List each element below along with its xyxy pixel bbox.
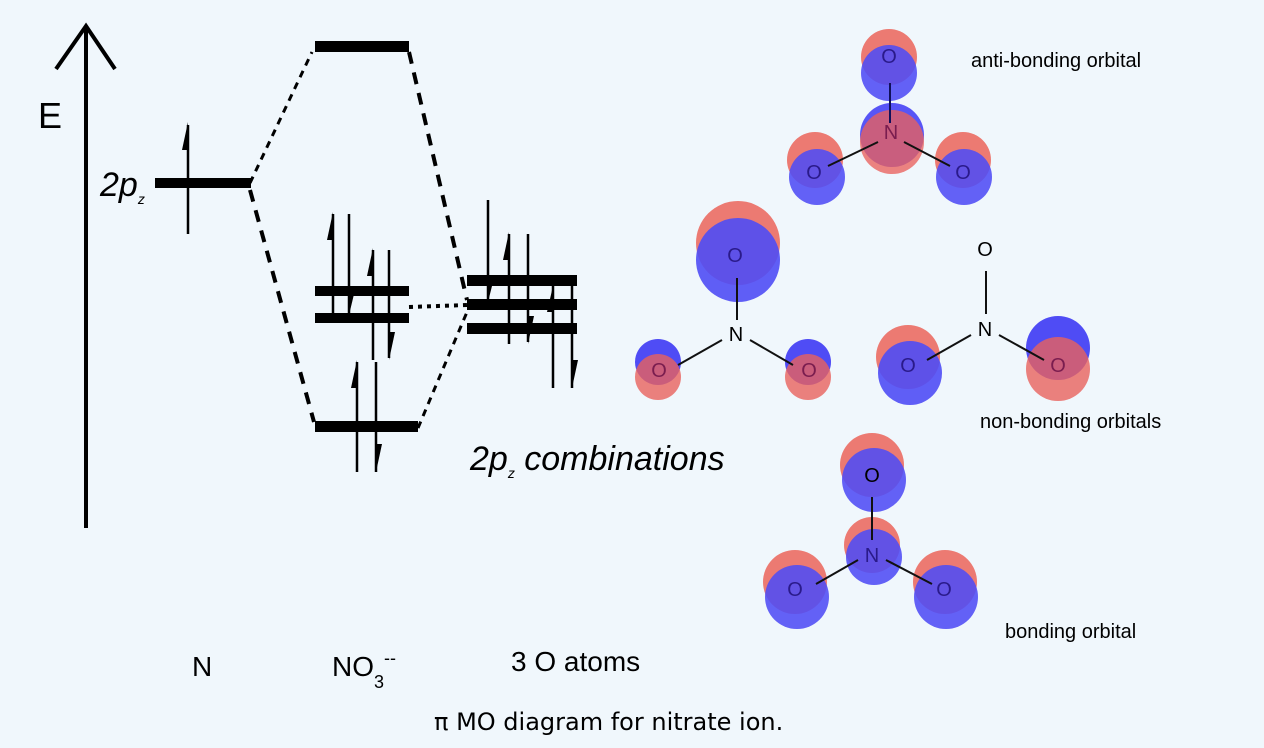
energy-axis: E	[38, 22, 117, 528]
lobe-negative	[765, 565, 829, 629]
bond	[827, 141, 879, 167]
bond	[885, 559, 933, 585]
electron-spin-up	[182, 122, 190, 234]
atom-o: O	[881, 46, 897, 68]
energy-axis-label: E	[38, 95, 62, 136]
electron-spin-up	[367, 248, 375, 360]
atom-o: O	[864, 465, 880, 487]
bonding-label: bonding orbital	[1005, 621, 1136, 643]
atom-n: N	[978, 319, 992, 341]
column-label-no3: NO3--	[332, 648, 396, 692]
correlation-line	[408, 303, 468, 309]
correlation-line	[416, 311, 469, 429]
atom-o: O	[806, 162, 822, 184]
lobe-positive	[860, 110, 924, 174]
bond	[998, 334, 1045, 361]
electron-spin-up	[351, 360, 359, 472]
energy-axis-arrowhead	[54, 22, 117, 71]
electron-spin-down	[526, 234, 534, 344]
antibonding-label: anti-bonding orbital	[971, 50, 1141, 72]
electron-spin-up	[547, 286, 555, 388]
lobe-positive	[635, 354, 681, 400]
atom-o: O	[651, 360, 667, 382]
energy-level-bar	[315, 313, 409, 323]
antibonding-orbital: O N O O	[787, 29, 992, 205]
n-orbital-label: 2pz	[99, 166, 145, 207]
atom-n: N	[729, 324, 743, 346]
correlation-line	[407, 51, 469, 301]
lobe-positive	[1026, 337, 1090, 401]
atom-o: O	[1050, 355, 1066, 377]
atom-o: O	[727, 245, 743, 267]
lobe-positive	[785, 354, 831, 400]
correlation-line	[248, 51, 314, 184]
o-2pz-levels	[467, 200, 578, 388]
lobe-negative	[789, 149, 845, 205]
electron-spin-down	[374, 362, 382, 472]
atom-n: N	[865, 545, 879, 567]
correlation-lines	[248, 51, 469, 429]
atom-o: O	[801, 360, 817, 382]
electron-spin-down	[486, 200, 494, 302]
bonding-orbital: O N O O	[763, 433, 978, 629]
lobe-negative	[861, 45, 917, 101]
lobe-negative	[936, 149, 992, 205]
electron-spin-up	[503, 232, 511, 344]
atom-o: O	[977, 239, 993, 261]
lobe-negative	[878, 341, 942, 405]
atom-o: O	[900, 355, 916, 377]
no3-bonding-level	[315, 360, 418, 472]
atom-o: O	[955, 162, 971, 184]
bond	[677, 339, 723, 366]
bond	[926, 334, 972, 361]
electron-spin-up	[327, 212, 335, 314]
electron-spin-down	[347, 214, 355, 315]
energy-level-bar	[315, 286, 409, 296]
lobe-negative	[914, 565, 978, 629]
figure-caption: π MO diagram for nitrate ion.	[434, 708, 783, 736]
atom-o: O	[787, 579, 803, 601]
column-label-o: 3 O atoms	[511, 646, 640, 677]
nonbonding-orbital-1: O N O O	[635, 201, 831, 400]
bond	[815, 559, 859, 585]
lobe-negative	[842, 448, 906, 512]
energy-level-bar	[315, 421, 418, 432]
nonbonding-orbital-2: O N O O	[876, 239, 1090, 405]
electron-spin-down	[387, 250, 395, 360]
n-2pz-level: 2pz	[99, 122, 251, 234]
lobe-negative	[846, 529, 902, 585]
column-label-n: N	[192, 651, 212, 682]
no3-antibonding-level	[315, 41, 409, 52]
bond	[749, 339, 794, 366]
energy-level-bar	[155, 178, 251, 188]
combinations-label: 2pz combinations	[469, 440, 725, 481]
atom-n: N	[884, 122, 898, 144]
nonbonding-label: non-bonding orbitals	[980, 411, 1161, 433]
no3-nonbonding-levels	[315, 212, 409, 360]
atom-o: O	[936, 579, 952, 601]
energy-level-bar	[467, 299, 577, 310]
electron-spin-down	[570, 286, 578, 388]
bond	[903, 141, 951, 167]
energy-level-bar	[467, 275, 577, 286]
lobe-negative	[696, 218, 780, 302]
correlation-line	[248, 189, 316, 423]
energy-level-bar	[467, 323, 577, 334]
